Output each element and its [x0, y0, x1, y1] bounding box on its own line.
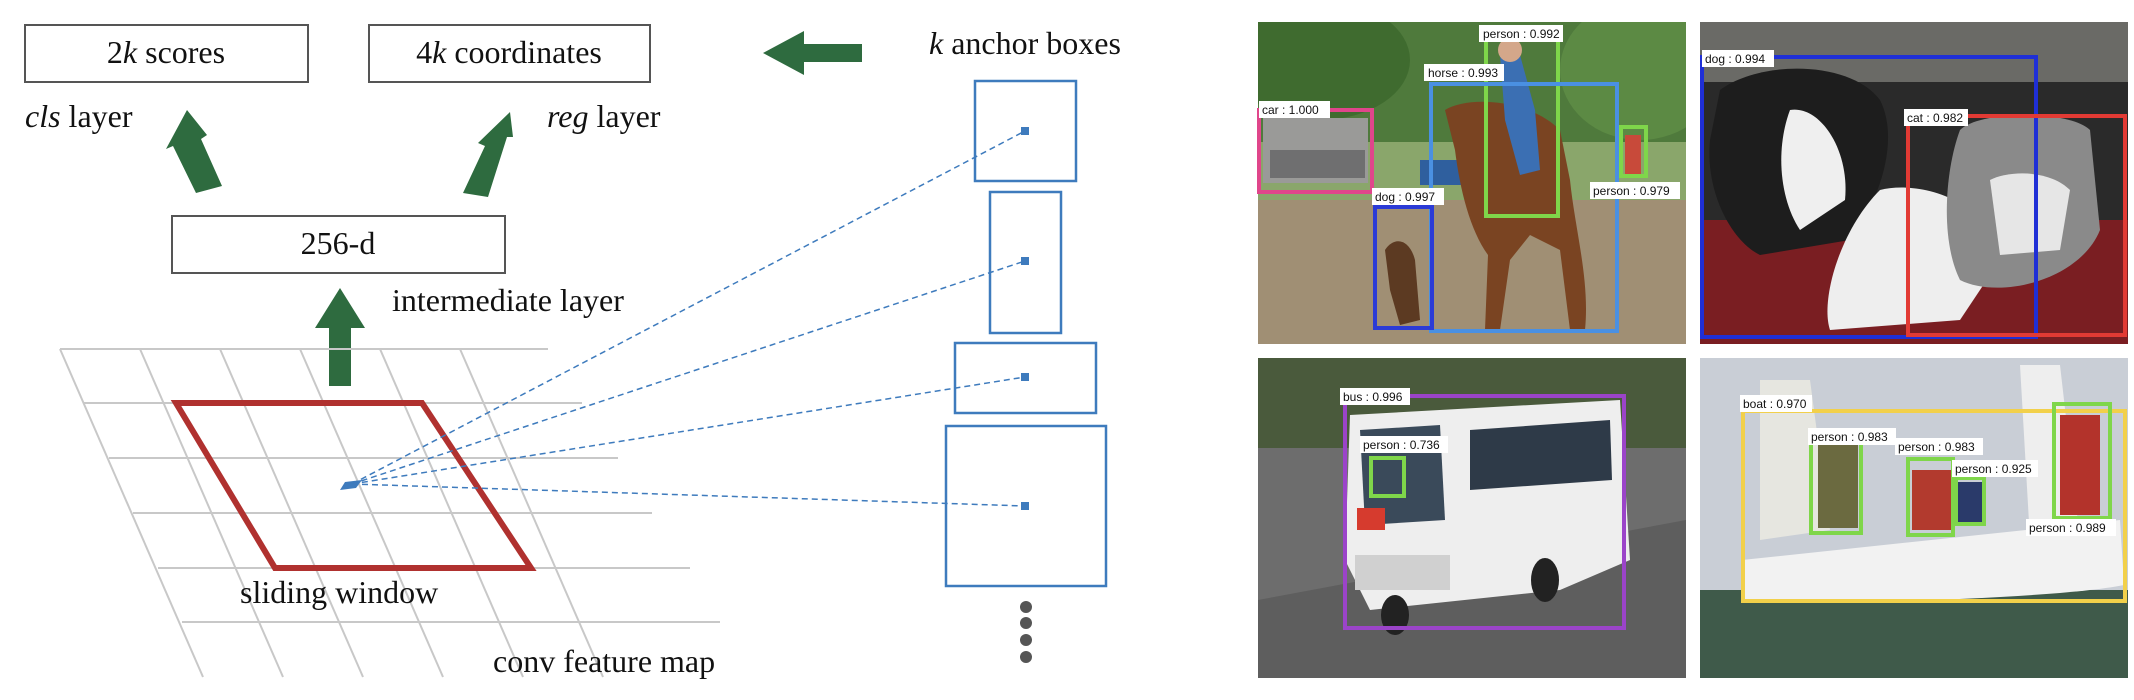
panel-3-tags: bus : 0.996 person : 0.736	[1340, 388, 1448, 453]
detection-panel-4: boat : 0.970 person : 0.983 person : 0.9…	[1700, 358, 2128, 678]
coordinates-box	[368, 24, 651, 83]
intermediate-layer-label: intermediate layer	[392, 282, 624, 318]
anchor-box	[973, 79, 1078, 183]
anchor-boxes-title: k anchor boxes	[929, 25, 1121, 61]
panel-3-boxes	[1343, 394, 1626, 630]
detection-label: bus : 0.996	[1343, 390, 1403, 404]
detection-label: dog : 0.994	[1705, 52, 1765, 66]
detection-label: person : 0.736	[1363, 438, 1440, 452]
scores-box-label: 2k scores	[107, 34, 225, 70]
more-anchors-ellipsis	[1020, 601, 1032, 663]
panel-4-tags: boat : 0.970 person : 0.983 person : 0.9…	[1740, 395, 2116, 536]
reg-layer-label: reg layer	[547, 98, 661, 134]
sliding-window-label: sliding window	[240, 574, 438, 610]
detection-label: boat : 0.970	[1743, 397, 1807, 411]
detection-panel-2: dog : 0.994 cat : 0.982	[1700, 22, 2128, 344]
panel-2-boxes	[1700, 55, 2127, 339]
arrow-from-feature-map	[315, 288, 365, 386]
anchor-box	[953, 341, 1098, 415]
detection-label: horse : 0.993	[1428, 66, 1498, 80]
anchor-boxes	[944, 79, 1108, 588]
detection-label: person : 0.983	[1898, 440, 1975, 454]
anchor-box	[944, 424, 1108, 588]
detection-label: person : 0.983	[1811, 430, 1888, 444]
intermediate-box-label: 256-d	[301, 225, 376, 261]
detection-label: cat : 0.982	[1907, 111, 1963, 125]
detection-label: person : 0.992	[1483, 27, 1560, 41]
feature-map-label: conv feature map	[493, 643, 715, 679]
arrow-to-reg	[463, 112, 513, 197]
detection-panel-1: person : 0.992 horse : 0.993 car : 1.000…	[1257, 22, 1686, 344]
arrow-to-cls	[166, 110, 222, 193]
anchor-centers	[1021, 127, 1029, 510]
detection-panel-3: bus : 0.996 person : 0.736	[1258, 358, 1686, 678]
arrow-from-anchors	[763, 31, 862, 75]
anchor-connectors	[351, 130, 1026, 507]
rpn-diagram: 2k scores 4k coordinates cls layer reg l…	[24, 24, 1121, 679]
detection-label: person : 0.925	[1955, 462, 2032, 476]
scores-box	[24, 24, 309, 83]
sliding-window	[170, 400, 537, 571]
feature-map-grid	[59, 348, 720, 678]
cls-layer-label: cls layer	[25, 98, 133, 134]
detection-label: car : 1.000	[1262, 103, 1319, 117]
panel-1-tags: person : 0.992 horse : 0.993 car : 1.000…	[1259, 25, 1680, 205]
intermediate-box	[171, 215, 506, 274]
detection-label: dog : 0.997	[1375, 190, 1435, 204]
coordinates-box-label: 4k coordinates	[416, 34, 602, 70]
detection-label: person : 0.979	[1593, 184, 1670, 198]
panel-2-tags: dog : 0.994 cat : 0.982	[1702, 50, 1968, 126]
detection-label: person : 0.989	[2029, 521, 2106, 535]
anchor-box	[988, 190, 1063, 335]
